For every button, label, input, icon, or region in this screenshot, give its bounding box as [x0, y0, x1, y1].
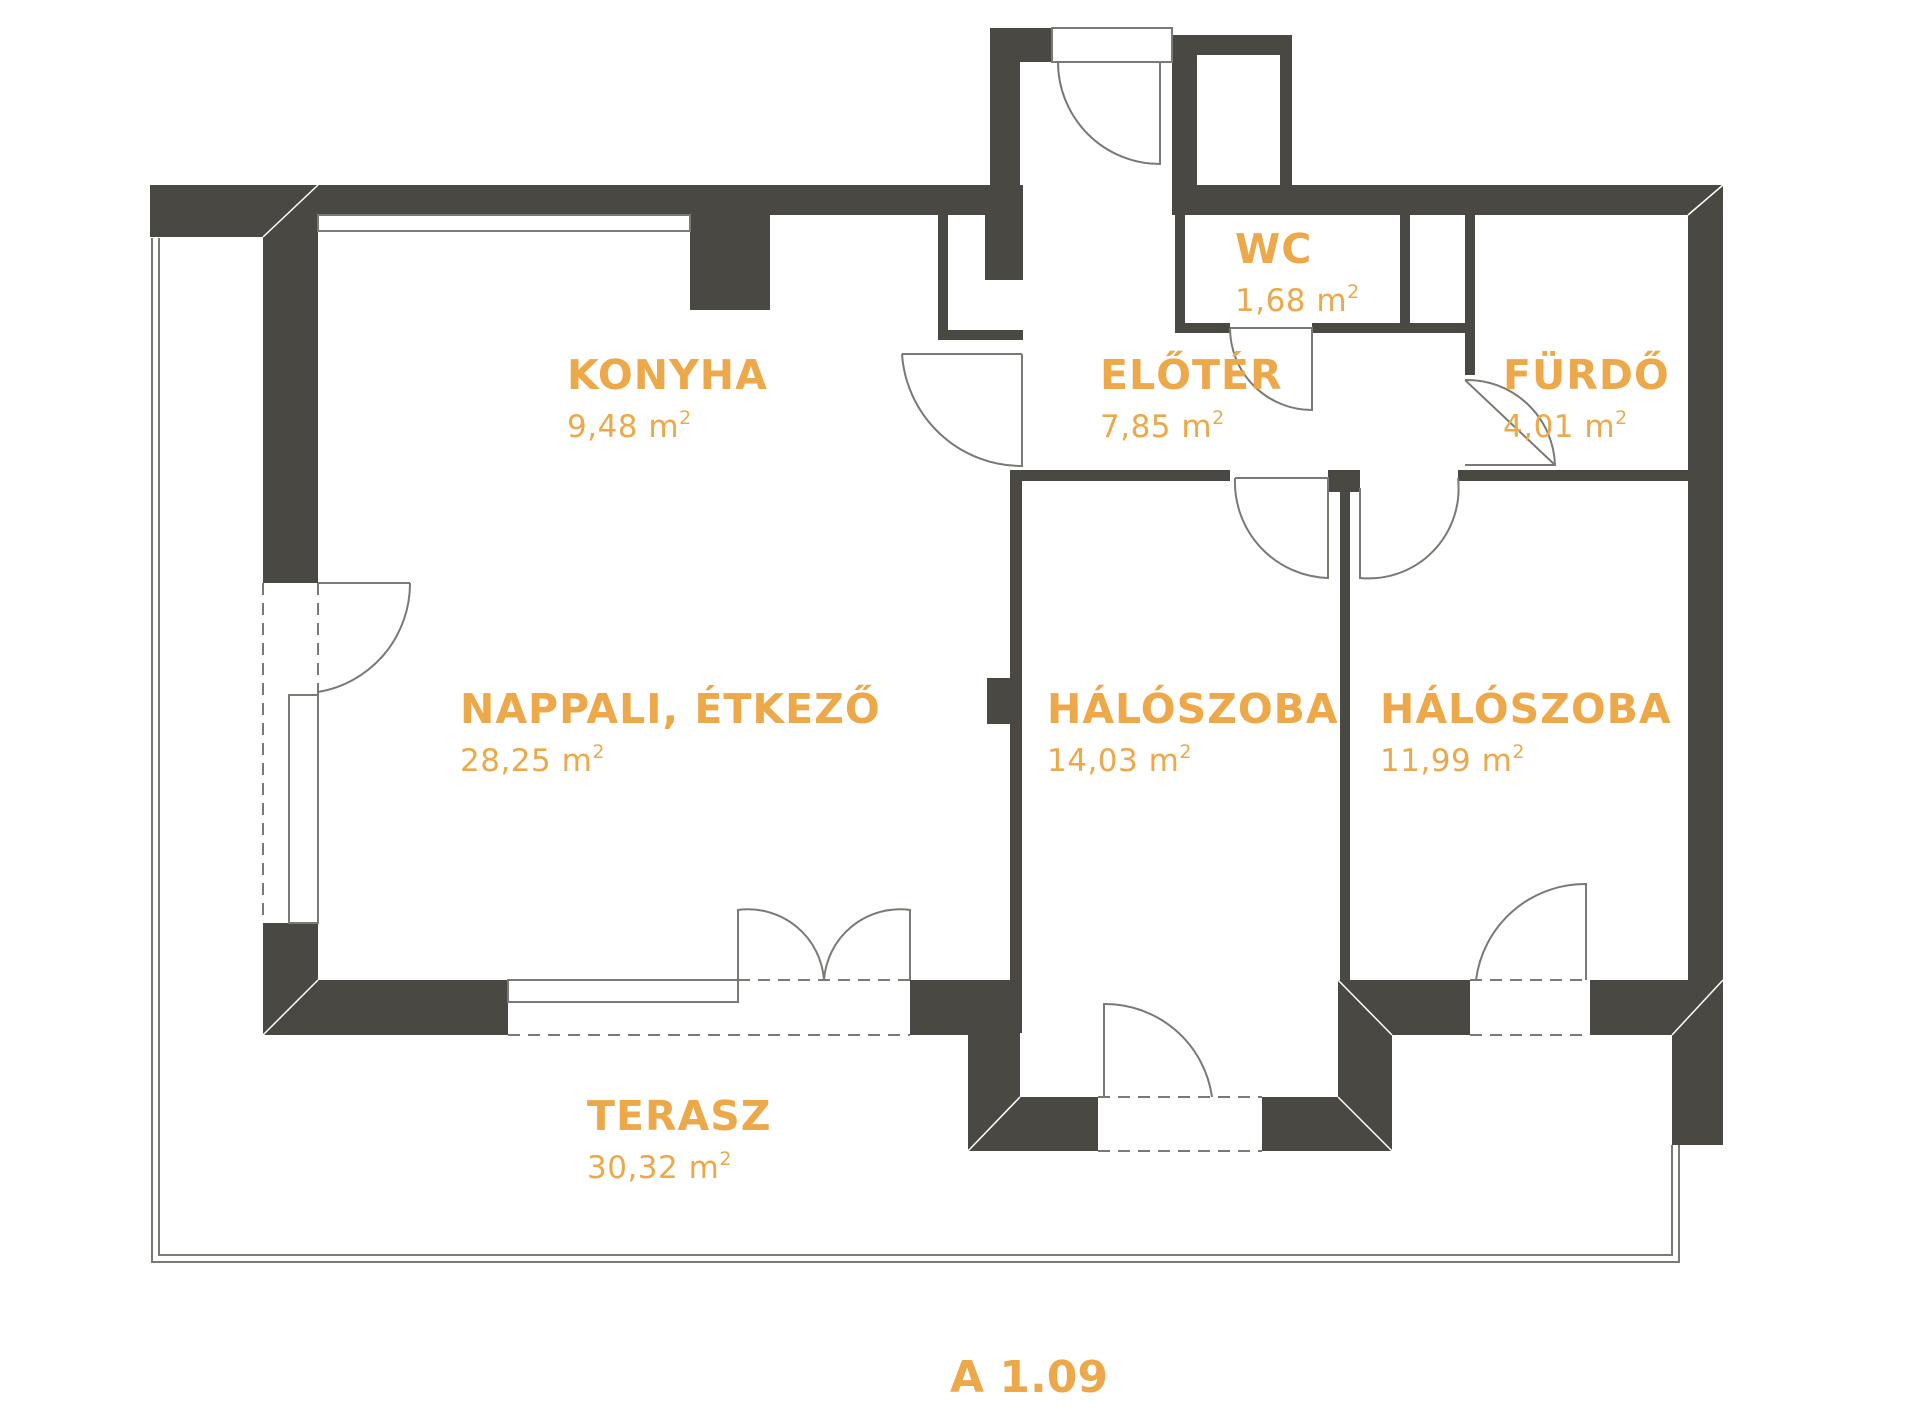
room-area: 7,85 m2: [1100, 407, 1225, 445]
terrace-outline: [151, 238, 1680, 1263]
wall-eloter-bottom-l: [1012, 470, 1230, 481]
wall-eloter-pier: [985, 185, 1023, 280]
room-area: 9,48 m2: [567, 407, 692, 445]
wall-vestibule-left-lintel: [990, 28, 1052, 62]
room-area: 1,68 m2: [1235, 281, 1360, 319]
door-swings: [317, 61, 1587, 1098]
room-area: 4,01 m2: [1503, 407, 1628, 445]
wall-bedroom2-bottom-left: [1338, 980, 1470, 1035]
room-label-terasz: TERASZ 30,32 m2: [587, 1096, 772, 1184]
wall-bottom-living-right: [910, 980, 1020, 1035]
door-furdo: [1464, 378, 1557, 466]
joint-right-bottom: [1671, 979, 1724, 1036]
wall-bedroom1-left: [1010, 470, 1022, 1033]
room-label-haloszoba-2: HÁLÓSZOBA 11,99 m2: [1380, 689, 1672, 777]
door-kitchen: [901, 353, 1023, 468]
room-name: FÜRDŐ: [1503, 351, 1670, 399]
room-label-konyha: KONYHA 9,48 m2: [567, 355, 768, 443]
room-name: ELŐTÉR: [1100, 351, 1283, 399]
door-bedroom2: [1359, 477, 1460, 580]
room-name: NAPPALI, ÉTKEZŐ: [460, 685, 881, 733]
joint-bedroom1-right: [1337, 1096, 1393, 1152]
window-entry: [1051, 27, 1173, 63]
wall-left-upper: [263, 185, 318, 583]
wall-wc-bottom-l: [1175, 323, 1230, 333]
joint-bottom-left: [262, 979, 319, 1036]
room-area: 30,32 m2: [587, 1148, 732, 1186]
wall-vestibule-right-post: [1280, 35, 1292, 185]
wall-wc-bottom-r: [1312, 323, 1470, 333]
window-left: [288, 694, 319, 924]
joint-top-right: [1687, 184, 1724, 216]
wall-kitchen-eloter-foot: [938, 330, 1023, 340]
room-label-eloter: ELŐTÉR 7,85 m2: [1100, 355, 1283, 443]
wall-right-bottom-pier: [1672, 980, 1723, 1145]
wall-bedrooms-divider: [1340, 481, 1350, 981]
openings: [262, 27, 1590, 1152]
wall-top-right: [1175, 185, 1723, 215]
terrace-outer-line: [151, 238, 1680, 1263]
door-bedroom2-terrace: [1475, 882, 1587, 981]
room-label-wc: WC 1,68 m2: [1235, 229, 1360, 317]
room-label-haloszoba-1: HÁLÓSZOBA 14,03 m2: [1047, 689, 1339, 777]
wall-bedroom1-bottom-left: [968, 1097, 1098, 1151]
joint-bedroom2-left: [1337, 979, 1393, 1036]
door-bedroom1: [1233, 477, 1329, 580]
window-top: [317, 214, 691, 232]
room-label-furdo: FÜRDŐ 4,01 m2: [1503, 355, 1670, 443]
door-entry: [1057, 61, 1161, 166]
room-area: 28,25 m2: [460, 741, 605, 779]
door-bedroom1-terrace: [1103, 1002, 1213, 1098]
room-name: HÁLÓSZOBA: [1047, 685, 1339, 733]
joint-bedroom1-left: [967, 1096, 1021, 1152]
window-bottom: [507, 979, 739, 1003]
wall-furdo-left: [1465, 215, 1475, 375]
room-name: HÁLÓSZOBA: [1380, 685, 1672, 733]
room-area: 14,03 m2: [1047, 741, 1192, 779]
room-name: TERASZ: [587, 1092, 772, 1140]
wall-eloter-bottom-r: [1458, 470, 1688, 481]
door-terrace-left: [317, 582, 412, 693]
room-name: KONYHA: [567, 351, 768, 399]
wall-joints: [262, 184, 1724, 1152]
wall-vestibule-right-lintel: [1172, 35, 1292, 55]
door-living-2: [823, 908, 911, 981]
wall-bottom-living: [263, 980, 508, 1035]
walls: [150, 28, 1723, 1151]
room-area: 11,99 m2: [1380, 741, 1525, 779]
room-name: WC: [1235, 225, 1313, 273]
door-wc: [1229, 327, 1313, 412]
door-living-1: [737, 908, 825, 981]
wall-wc-left: [1175, 215, 1185, 333]
wall-bedroom1-left-stub: [987, 678, 1022, 724]
unit-id: A 1.09: [950, 1352, 1108, 1403]
wall-kitchen-eloter-l: [938, 215, 948, 340]
room-label-nappali: NAPPALI, ÉTKEZŐ 28,25 m2: [460, 689, 881, 777]
wall-kitchen-duct: [690, 215, 770, 310]
wall-vestibule-right: [1172, 35, 1197, 215]
terrace-inner-line: [158, 238, 1673, 1256]
wall-wc-right: [1400, 215, 1410, 333]
joint-top-left: [262, 184, 319, 238]
